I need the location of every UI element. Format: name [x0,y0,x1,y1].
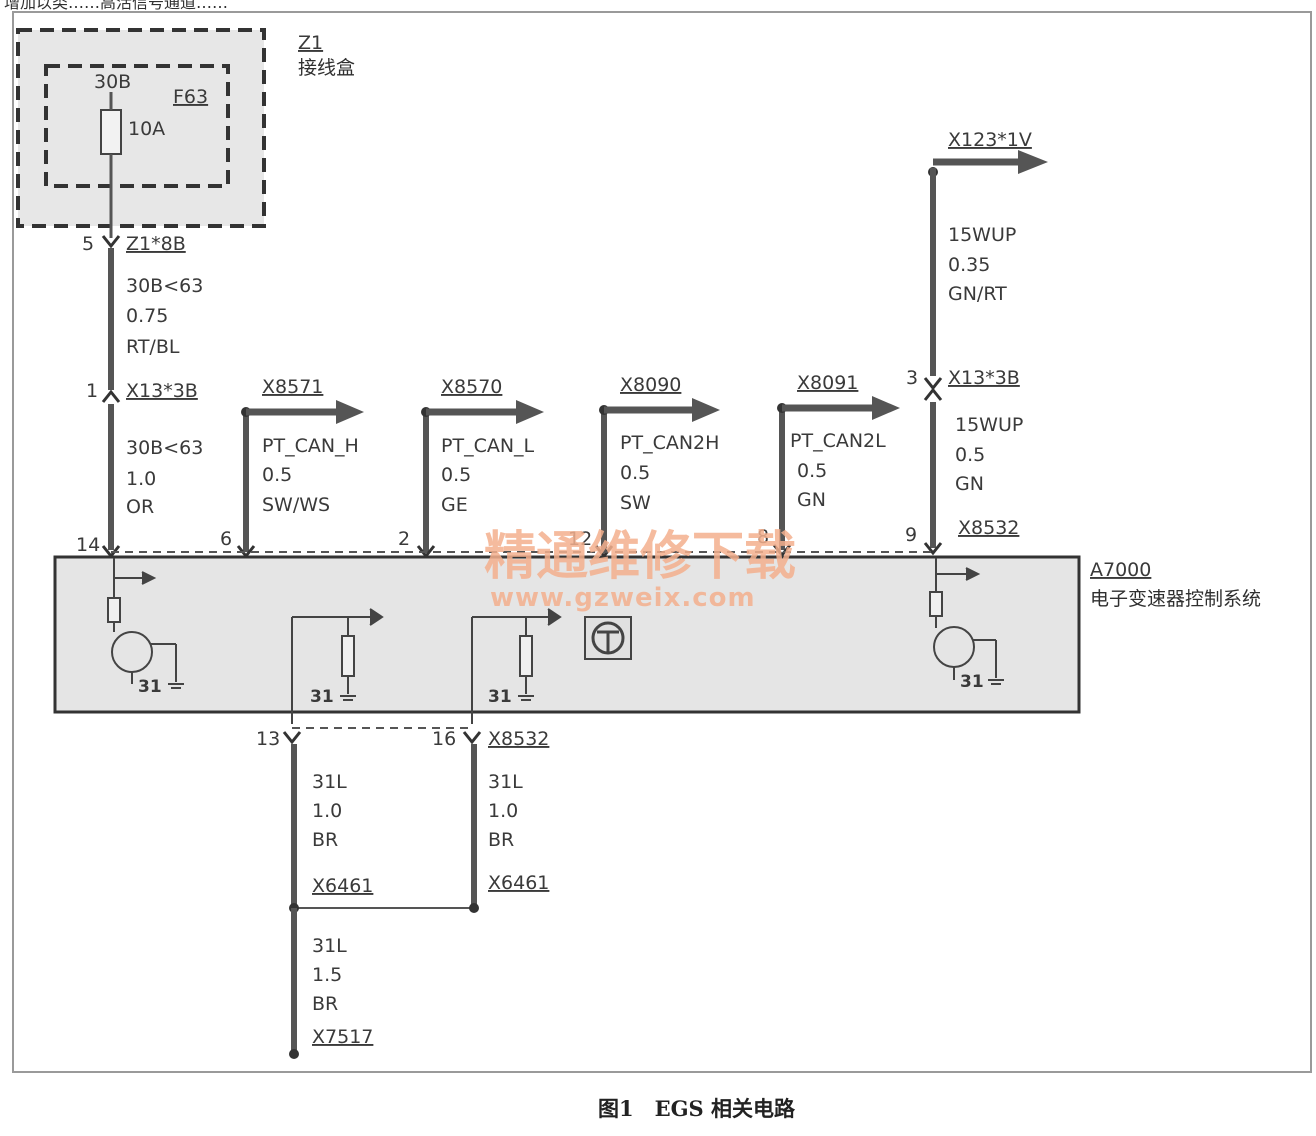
wire-wup-top-size: 0.35 [948,254,990,276]
fuse-symbol [100,109,122,155]
wire-gnd-a-color: BR [312,829,338,851]
pin-14: 14 [76,534,100,556]
pin-9: 9 [905,524,917,546]
pin-16: 16 [432,728,456,750]
wire-fuse-out-color: RT/BL [126,336,180,358]
wire-can-h-size: 0.5 [262,464,292,486]
figure-caption: 图1 EGS 相关电路 [598,1096,796,1121]
pin-13: 13 [256,728,280,750]
connector-x13-3b-pin3: X13*3B [948,367,1020,389]
ground-31-left: 31 [138,677,162,697]
connector-x8532-bottom: X8532 [488,728,549,750]
fuse-box-f63 [44,64,230,188]
wire-can-h-name: PT_CAN_H [262,435,359,457]
connector-x8571: X8571 [262,376,323,398]
splice-x6461-b: X6461 [488,872,549,894]
fuse-terminal: 30B [94,71,131,93]
z1-ref: Z1 [298,32,323,54]
ground-31-right: 31 [960,672,984,692]
wire-can2l-size: 0.5 [797,460,827,482]
wire-gnd-b-size: 1.0 [488,800,518,822]
wire-gnd-a-size: 1.0 [312,800,342,822]
diagram-frame [12,11,1312,1073]
wire-can-l-size: 0.5 [441,464,471,486]
pin-6: 6 [220,528,232,550]
connector-z1-8b-label: Z1*8B [126,233,186,255]
ground-31-b: 31 [488,687,512,707]
header-fragment: 增加以类……高活信号通道…… [4,0,228,12]
connector-x8091: X8091 [797,372,858,394]
connector-x8570: X8570 [441,376,502,398]
wire-gnd-main-size: 1.5 [312,964,342,986]
pin-2: 2 [398,528,410,550]
wire-can-l-color: GE [441,494,468,516]
connector-x8090: X8090 [620,374,681,396]
pin-12: 12 [568,528,592,550]
module-a7000 [53,555,1081,714]
watermark-url: www.gzweix.com [490,583,756,613]
can2l-branch: X8091 PT_CAN2L 0.5 GN 8 [757,372,900,550]
can-l-branch: X8570 PT_CAN_L 0.5 GE 2 [398,376,544,552]
wire-x13-color: OR [126,496,154,518]
can-h-branch: X8571 PT_CAN_H 0.5 SW/WS 6 [220,376,364,552]
wire-fuse-out-circuit: 30B<63 [126,275,203,297]
z1-name: 接线盒 [298,57,355,79]
wire-wup-top-color: GN/RT [948,283,1007,305]
wire-can2h-size: 0.5 [620,462,650,484]
left-driver-circuit [107,558,184,689]
connector-x123-1v: X123*1V [948,129,1032,151]
pin-16-marker [462,731,482,745]
connector-x7517: X7517 [312,1026,373,1048]
wire-can2l-color: GN [797,489,826,511]
wire-gnd-main-color: BR [312,993,338,1015]
wire-fuse-out-size: 0.75 [126,305,168,327]
wire-wup-mid-color: GN [955,473,984,495]
pin-13-marker [282,731,302,745]
ground-resistor-1 [291,608,384,724]
wup-branch: X123*1V 15WUP 0.35 GN/RT 3 X13*3B 15WUP … [905,129,1048,548]
transceiver-icon [584,616,632,660]
wire-can2h-color: SW [620,492,651,514]
wire-can-l-name: PT_CAN_L [441,435,535,457]
wire-can2h-name: PT_CAN2H [620,432,719,454]
wire-can-h-color: SW/WS [262,494,330,516]
wire-x13-circuit: 30B<63 [126,437,203,459]
wire-gnd-main-name: 31L [312,935,347,957]
ground-resistor-2 [471,608,562,724]
watermark-text: 精通维修下载 [484,526,796,587]
wire-wup-mid-size: 0.5 [955,444,985,466]
can2h-branch: X8090 PT_CAN2H 0.5 SW 12 [568,374,720,552]
right-driver-circuit [929,558,1004,685]
module-name: 电子变速器控制系统 [1090,588,1261,610]
connector-x13-3b-pin1 [101,389,121,403]
wire-gnd-b-name: 31L [488,771,523,793]
module-ref: A7000 [1090,559,1151,581]
pin-1: 1 [86,380,98,402]
splice-x6461-a: X6461 [312,875,373,897]
splice-node-b [469,903,479,913]
wire-gnd-a-name: 31L [312,771,347,793]
wire-can2l-name: PT_CAN2L [790,430,886,452]
ground-node [289,1049,299,1059]
ground-31-a: 31 [310,687,334,707]
fuse-id: F63 [173,86,208,108]
connector-x13-3b-label: X13*3B [126,380,198,402]
pin-8: 8 [757,526,769,548]
wire-x13-size: 1.0 [126,468,156,490]
pin-5: 5 [82,233,94,255]
pin-3: 3 [906,367,918,389]
wire-gnd-b-color: BR [488,829,514,851]
connector-x8532-top: X8532 [958,517,1019,539]
wire-wup-top-name: 15WUP [948,224,1016,246]
fuse-rating: 10A [128,118,165,140]
wire-wup-mid-name: 15WUP [955,414,1023,436]
connector-z1-8b [101,235,121,249]
